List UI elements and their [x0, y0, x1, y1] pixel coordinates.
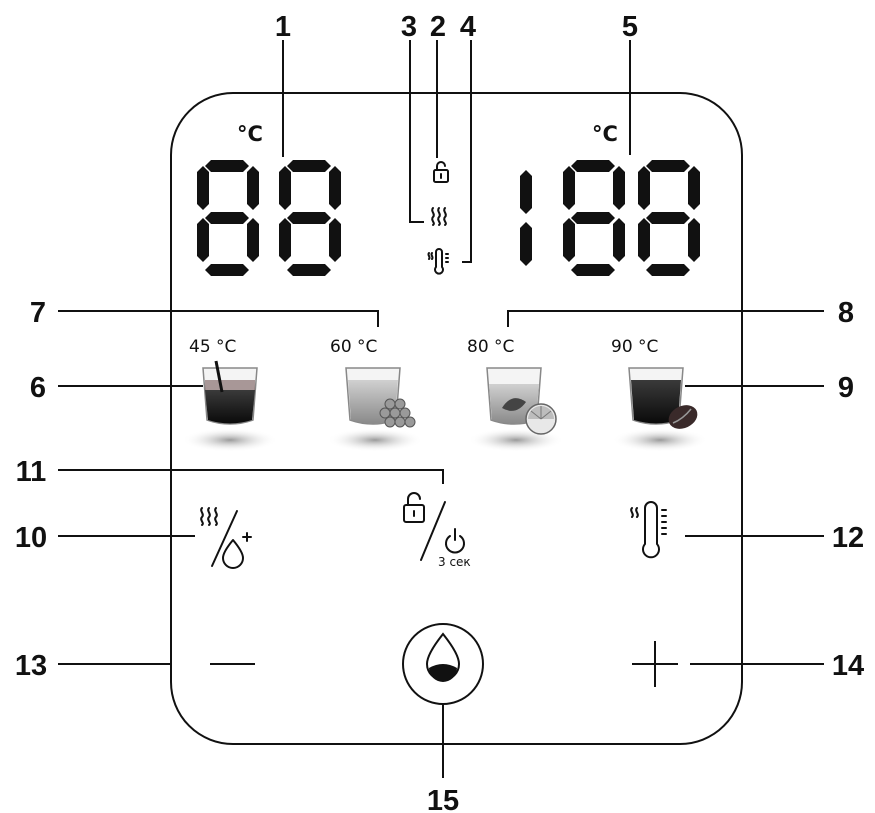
callout-2: 2 — [430, 11, 446, 43]
lock-hold-label: 3 сек — [438, 555, 471, 569]
temp-label-90: 90 °C — [611, 337, 658, 357]
cup-with-honey-icon[interactable] — [345, 367, 416, 428]
callout-11: 11 — [16, 456, 47, 488]
steam-icon — [431, 207, 447, 226]
callout-14: 14 — [832, 650, 864, 682]
temp-label-80: 80 °C — [467, 337, 514, 357]
temp-label-45: 45 °C — [189, 337, 236, 357]
callout-10: 10 — [15, 522, 47, 554]
callout-5: 5 — [622, 11, 638, 43]
right-unit-label: °C — [592, 122, 618, 146]
callout-13: 13 — [15, 650, 47, 682]
lock-icon — [433, 161, 449, 183]
steam-drop-icon[interactable] — [200, 507, 252, 569]
cup-with-tea-leaf-and-lemon-icon[interactable] — [486, 367, 557, 435]
right-temperature-display — [520, 160, 700, 276]
temp-label-60: 60 °C — [330, 337, 377, 357]
water-drop-button[interactable] — [402, 623, 484, 705]
power-icon — [445, 528, 465, 554]
left-unit-label: °C — [237, 122, 263, 146]
callout-3: 3 — [401, 11, 417, 43]
thermometer-button[interactable] — [630, 501, 667, 559]
lock-power-button[interactable]: 3 сек — [403, 492, 471, 569]
left-temperature-display — [197, 160, 341, 276]
callout-4: 4 — [460, 11, 476, 43]
callout-7: 7 — [30, 297, 46, 329]
panel-outline — [170, 92, 743, 745]
callout-6: 6 — [30, 372, 46, 404]
cup-with-coffee-bean-icon[interactable] — [628, 367, 701, 433]
callout-15: 15 — [427, 785, 459, 813]
cup-with-straw-icon[interactable] — [202, 360, 258, 425]
callout-1: 1 — [275, 11, 291, 43]
thermometer-icon — [427, 248, 449, 275]
callout-8: 8 — [838, 297, 854, 329]
callout-9: 9 — [838, 372, 854, 404]
plus-icon[interactable] — [632, 641, 678, 687]
callout-12: 12 — [832, 522, 864, 554]
